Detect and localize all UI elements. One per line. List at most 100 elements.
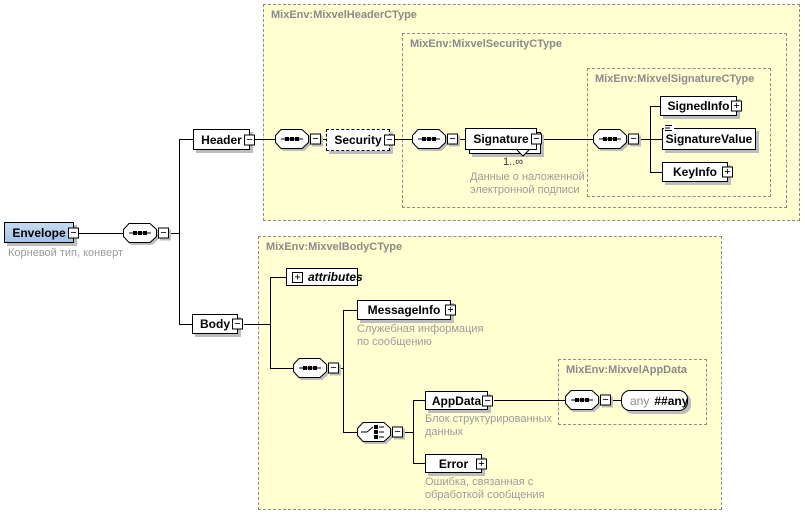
any-ns-label: any [630, 393, 650, 408]
expand-icon[interactable]: + [445, 304, 456, 316]
envelope-annotation: Корневой тип, конверт [8, 247, 124, 259]
choice-connector[interactable]: − [357, 422, 403, 442]
sequence-connector[interactable]: − [593, 129, 639, 149]
element-security[interactable]: Security − [326, 129, 395, 151]
connector-line [458, 139, 465, 140]
collapse-icon[interactable]: − [482, 395, 493, 406]
element-signature[interactable]: Signature − [465, 128, 542, 150]
collapse-icon[interactable]: − [158, 227, 169, 239]
sequence-icon [293, 358, 327, 378]
connector-line [413, 400, 414, 464]
sequence-connector[interactable]: − [412, 129, 458, 149]
connector-line [244, 324, 270, 325]
element-header-label: Header [201, 132, 242, 147]
connector-line [494, 400, 565, 401]
connector-line [650, 139, 662, 140]
connector-line [543, 139, 593, 140]
messageinfo-annotation: Служебная информация по сообщению [357, 323, 484, 348]
sequence-icon [593, 129, 627, 149]
appdata-annotation: Блок структурированных данных [425, 413, 553, 438]
stack-chevron-icon [516, 149, 530, 158]
connector-line [403, 432, 413, 433]
connector-line [339, 368, 343, 369]
connector-line [270, 368, 293, 369]
element-signaturevalue-label: SignatureValue [665, 132, 753, 146]
connector-line [650, 172, 662, 173]
connector-line [270, 277, 271, 368]
element-signature-label: Signature [473, 132, 529, 146]
connector-line [611, 400, 621, 401]
attributes-label: attributes [308, 270, 363, 284]
element-appdata[interactable]: AppData − [425, 391, 493, 410]
any-label: ##any [654, 393, 689, 408]
element-error-label: Error [438, 456, 469, 471]
body-ctype-label: MixEnv:MixvelBodyCType [266, 241, 403, 253]
collapse-icon[interactable]: − [600, 394, 611, 406]
attributes-box[interactable]: + attributes [286, 268, 363, 286]
connector-line [179, 139, 193, 140]
text-content-icon [664, 124, 674, 132]
connector-line [251, 139, 275, 140]
sequence-icon [412, 129, 446, 149]
connector-line [650, 106, 660, 107]
connector-line [413, 400, 425, 401]
collapse-icon[interactable]: − [628, 133, 639, 145]
sequence-connector[interactable]: − [123, 223, 169, 243]
connector-line [343, 310, 357, 311]
element-header[interactable]: Header − [193, 129, 255, 150]
element-messageinfo-label: MessageInfo [367, 303, 441, 317]
connector-line [74, 233, 123, 234]
element-messageinfo[interactable]: MessageInfo + [357, 300, 456, 320]
element-error[interactable]: Error + [425, 454, 487, 473]
sequence-icon [123, 223, 157, 243]
header-ctype-label: MixEnv:MixvelHeaderCType [271, 9, 417, 21]
connector-line [639, 139, 650, 140]
connector-line [169, 233, 179, 234]
connector-line [179, 139, 180, 324]
expand-icon[interactable]: + [731, 100, 742, 112]
collapse-icon[interactable]: − [68, 227, 79, 238]
security-ctype-label: MixEnv:MixvelSecurityCType [410, 38, 563, 50]
element-security-label: Security [334, 133, 382, 147]
signature-occurs: 1..∞ [503, 156, 524, 168]
sequence-icon [275, 129, 309, 149]
choice-icon [357, 422, 391, 442]
connector-line [394, 139, 412, 140]
collapse-icon[interactable]: − [232, 318, 243, 330]
collapse-icon[interactable]: − [531, 133, 542, 145]
expand-icon[interactable]: + [722, 166, 733, 178]
collapse-icon[interactable]: − [384, 134, 395, 146]
connector-line-optional [321, 139, 326, 140]
element-envelope[interactable]: Envelope − [4, 222, 79, 243]
element-signedinfo[interactable]: SignedInfo + [660, 96, 742, 116]
element-keyinfo-label: KeyInfo [672, 165, 717, 179]
signature-annotation: Данные о наложенной электронной подписи [470, 171, 585, 196]
sequence-connector[interactable]: − [293, 358, 339, 378]
connector-line [270, 277, 286, 278]
error-annotation: Ошибка, связанная с обработкой сообщения [425, 476, 545, 501]
element-appdata-label: AppData [431, 393, 482, 408]
any-wildcard-box[interactable]: any ##any [621, 390, 688, 411]
expand-icon[interactable]: + [476, 458, 487, 469]
collapse-icon[interactable]: − [310, 133, 321, 145]
connector-line [343, 310, 344, 432]
connector-line [179, 324, 192, 325]
connector-line [343, 432, 357, 433]
collapse-icon[interactable]: − [392, 426, 403, 438]
sequence-connector[interactable]: − [275, 129, 321, 149]
collapse-icon[interactable]: − [328, 362, 339, 374]
element-body[interactable]: Body − [192, 314, 243, 334]
element-signaturevalue[interactable]: SignatureValue [662, 124, 756, 150]
element-envelope-label: Envelope [12, 225, 66, 240]
element-signedinfo-label: SignedInfo [667, 99, 730, 113]
sequence-connector[interactable]: − [565, 390, 611, 410]
connector-line [413, 463, 425, 464]
element-keyinfo[interactable]: KeyInfo + [662, 162, 733, 182]
collapse-icon[interactable]: − [447, 133, 458, 145]
signature-ctype-label: MixEnv:MixvelSignatureCType [595, 73, 755, 85]
expand-icon[interactable]: + [292, 271, 303, 283]
collapse-icon[interactable]: − [244, 134, 255, 145]
sequence-icon [565, 390, 599, 410]
element-body-label: Body [200, 317, 230, 331]
